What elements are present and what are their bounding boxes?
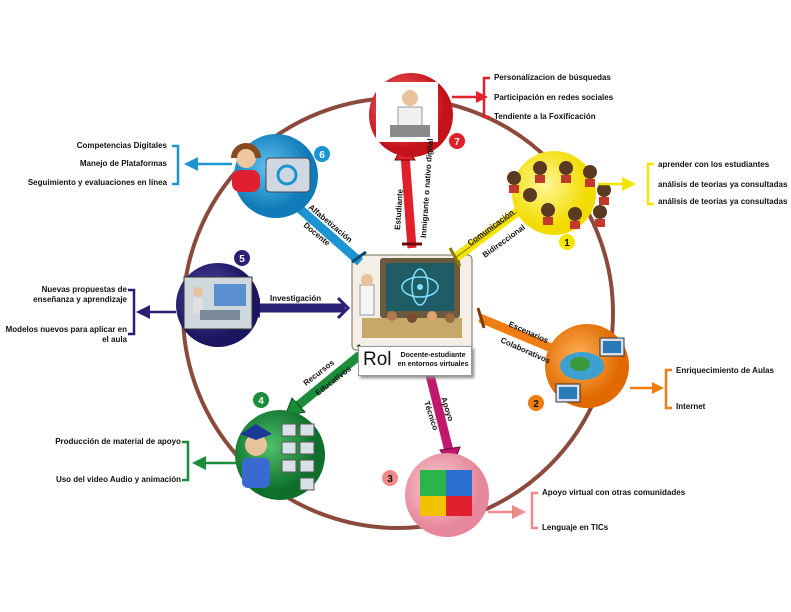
- bracket-3: [488, 491, 538, 530]
- node-4-item-1: Producción de material de apoyo: [55, 437, 181, 446]
- bracket-5: [128, 288, 176, 336]
- bracket-2: [630, 368, 672, 410]
- center-title-box: Rol Docente-estudiante en entornos virtu…: [358, 346, 472, 376]
- svg-text:3: 3: [387, 474, 393, 485]
- svg-text:2: 2: [533, 399, 539, 410]
- node-1: [507, 151, 611, 235]
- number-badge-3: 3: [382, 470, 398, 486]
- node-6-item-2: Manejo de Plataformas: [79, 159, 167, 168]
- svg-text:5: 5: [239, 254, 245, 265]
- node-4: [235, 410, 325, 500]
- svg-text:1: 1: [564, 238, 570, 249]
- center-title: Rol: [363, 349, 392, 370]
- node-5: [176, 263, 260, 347]
- node-6-item-3: Seguimiento y evaluaciones en línea: [27, 178, 167, 187]
- node-6-item-1: Competencias Digitales: [76, 141, 167, 150]
- spoke-5-label: Investigación: [270, 294, 321, 303]
- node-6: [231, 134, 318, 218]
- spoke-7-label-a: Estudiante: [393, 188, 405, 230]
- node-7: [369, 73, 453, 157]
- node-2: [545, 324, 629, 408]
- node-2-item-2: Internet: [676, 402, 706, 411]
- number-badge-4: 4: [253, 392, 269, 408]
- node-1-item-3: análisis de teorías ya consultadas: [658, 197, 788, 206]
- node-7-item-3: Tendiente a la Foxificación: [494, 112, 596, 121]
- node-2-item-1: Enriquecimiento de Aulas: [676, 366, 774, 375]
- node-5-item-2: Modelos nuevos para aplicar en el aula: [5, 325, 127, 344]
- node-1-item-1: aprender con los estudiantes: [658, 160, 770, 169]
- center-subtitle: Docente-estudiante en entornos virtuales: [397, 352, 469, 368]
- number-badge-5: 5: [234, 250, 250, 266]
- number-badge-1: 1: [559, 234, 575, 250]
- node-1-item-2: análisis de teorías ya consultadas: [658, 180, 788, 189]
- svg-text:7: 7: [454, 137, 460, 148]
- node-7-item-2: Participación en redes sociales: [494, 93, 614, 102]
- number-badge-6: 6: [314, 146, 330, 162]
- center-computer-illustration: [351, 254, 473, 351]
- bracket-7: [452, 76, 490, 119]
- node-4-item-2: Uso del video Audio y animación: [55, 475, 181, 484]
- bracket-6: [172, 144, 232, 186]
- number-badge-7: 7: [449, 133, 465, 149]
- node-3: [405, 453, 489, 537]
- bracket-1: [598, 162, 654, 206]
- number-badge-2: 2: [528, 395, 544, 411]
- node-7-item-1: Personalizacion de búsquedas: [494, 73, 611, 82]
- node-3-item-2: Lenguaje en TICs: [542, 523, 609, 532]
- svg-text:6: 6: [319, 150, 325, 161]
- node-5-item-1: Nuevas propuestas de enseñanza y aprendi…: [33, 285, 127, 304]
- bracket-4: [182, 440, 236, 482]
- node-3-item-1: Apoyo virtual con otras comunidades: [542, 488, 686, 497]
- svg-text:4: 4: [258, 396, 264, 407]
